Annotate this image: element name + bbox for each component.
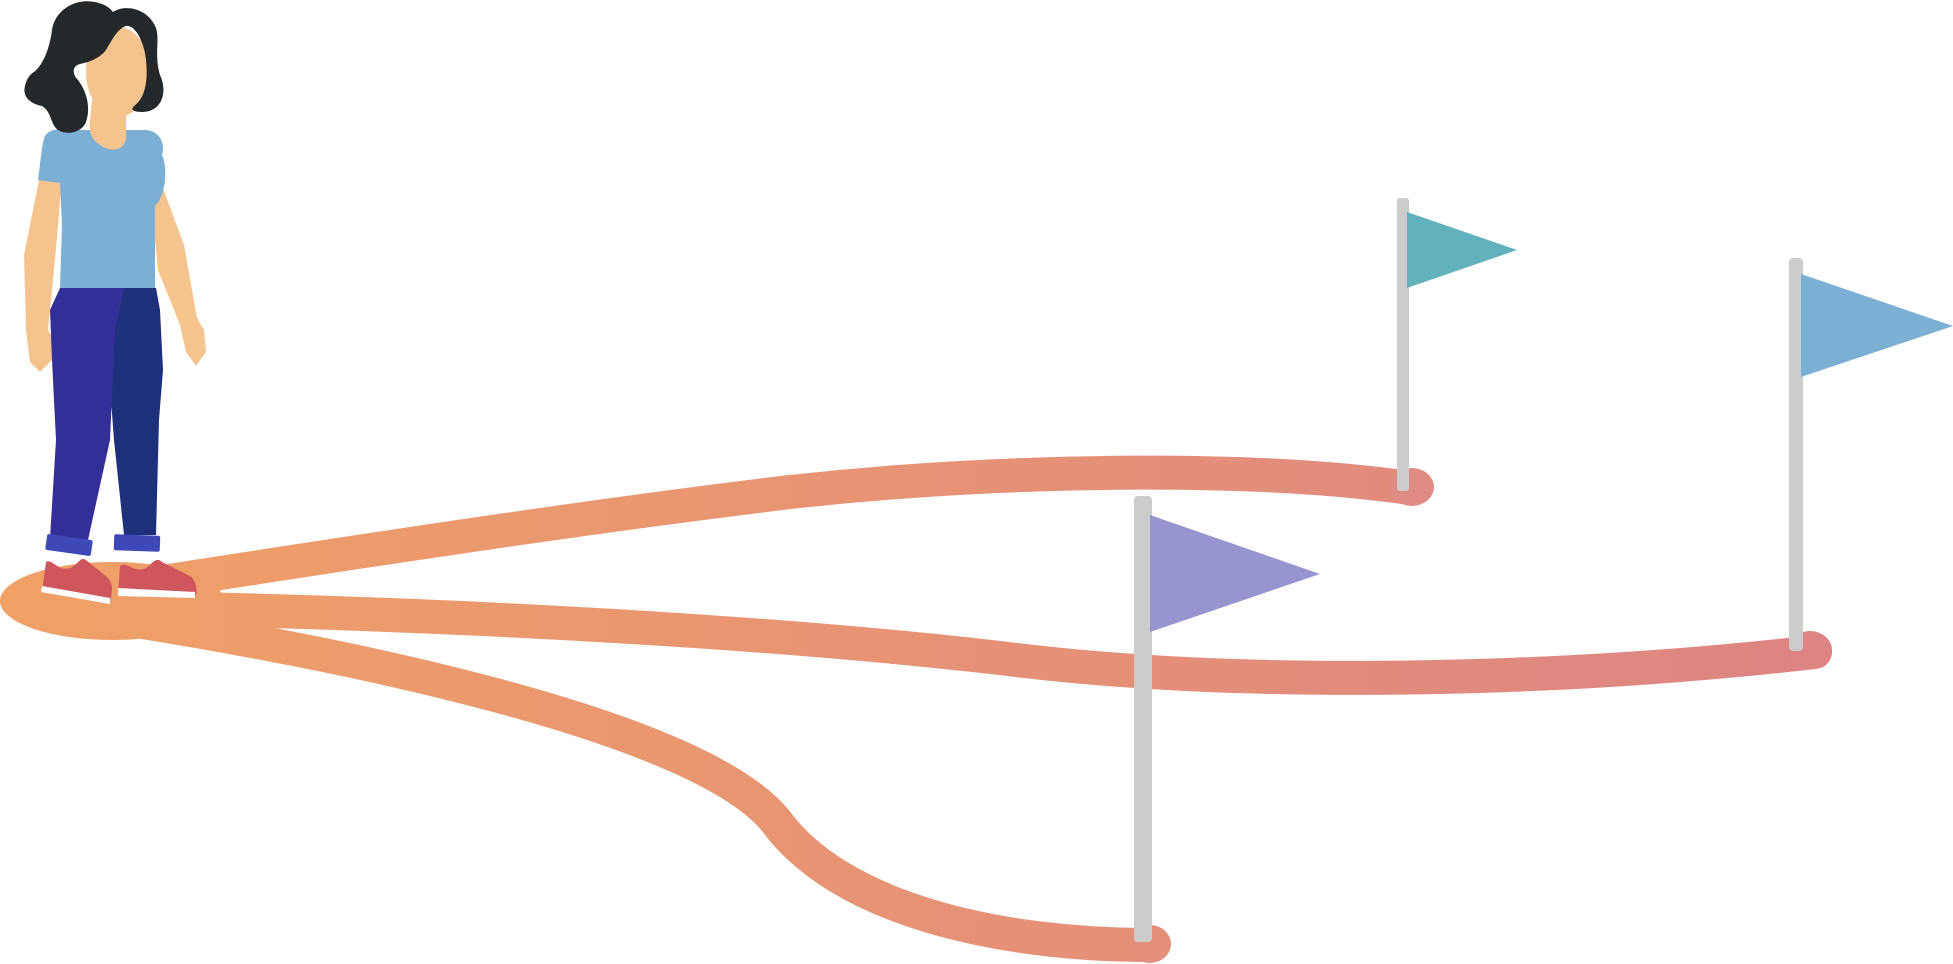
shirt [38,128,166,288]
back-shoe-sole [118,588,195,598]
pants-front-leg [50,288,124,540]
purple-flag-cloth [1150,515,1320,632]
path-to-middle-flag [133,455,1427,601]
front-shoe-strap [45,534,93,556]
purple-flag-pole [1134,496,1152,942]
path-to-far-flag [133,591,1832,695]
right-arm [152,175,206,366]
blue-flag-cloth [1801,274,1953,377]
person-standing [24,1,206,604]
middle-flag-end [1390,468,1434,506]
teal-flag-pole [1397,198,1409,491]
path-to-near-flag [113,603,1167,962]
left-arm [24,175,62,372]
blue-flag-pole [1789,258,1803,651]
teal-flag-cloth [1407,212,1517,288]
blue-flag [1789,258,1953,651]
back-shoe-strap [113,534,161,552]
front-shoe-sole [41,586,110,604]
pants-back-leg [108,288,163,535]
teal-flag [1397,198,1517,491]
purple-flag [1134,496,1320,942]
hair [24,1,164,133]
back-shoe [118,559,197,598]
